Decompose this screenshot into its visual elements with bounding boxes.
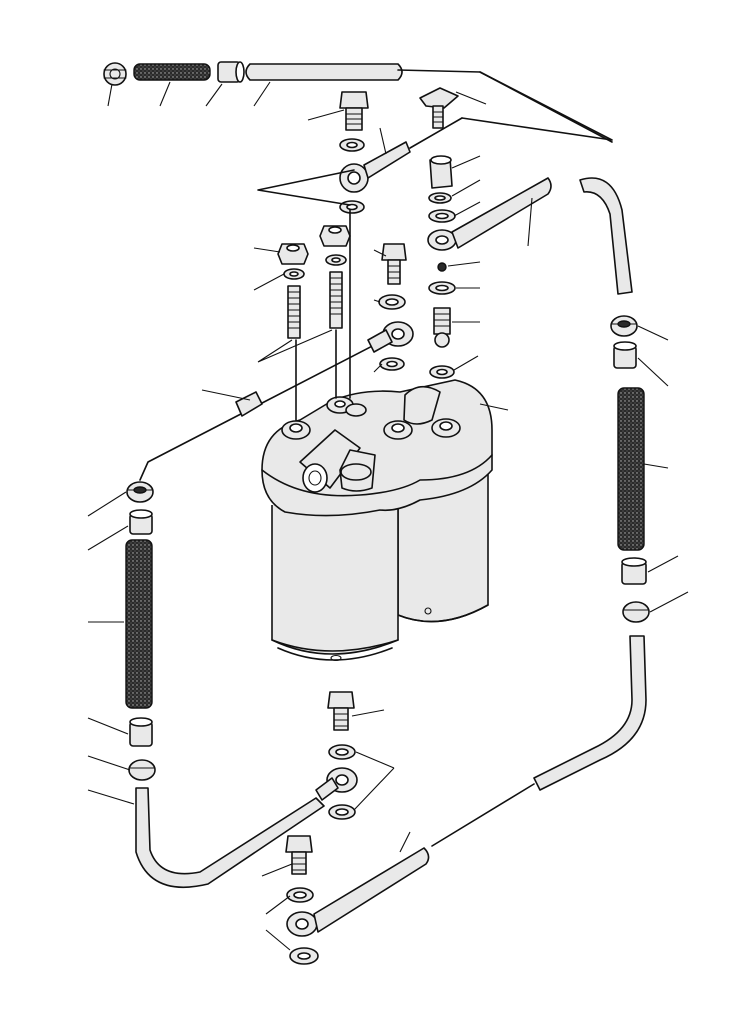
banjo-bolt-top [339, 91, 369, 131]
sleeve-line-left [235, 391, 263, 417]
studs-and-nuts [277, 209, 414, 421]
top-left-fittings [103, 61, 613, 143]
hose-nut-left-bottom [128, 759, 156, 781]
check-ball [437, 262, 447, 272]
hose-right [617, 387, 645, 551]
hose-top-left [133, 63, 211, 81]
filter-assembly [261, 379, 493, 662]
sleeve-right-bottom [621, 557, 647, 585]
callout-leaders [87, 81, 689, 951]
right-hose-assembly [431, 177, 650, 847]
stud-center [329, 271, 343, 329]
lower-banjo-assembly [285, 835, 430, 965]
sleeve-right-top [613, 341, 637, 369]
nut-left [277, 243, 309, 265]
hose-nut-left-top [126, 481, 154, 503]
right-fitting-stack [427, 155, 552, 379]
sleeve-left-top [129, 509, 153, 535]
hose-nut-right-bottom [622, 601, 650, 623]
hose-nut-right-top [610, 315, 638, 337]
steel-line-top-right [579, 177, 633, 295]
valve-spring [433, 307, 451, 348]
steel-line-bottom-left [135, 787, 325, 888]
banjo-fitting-lower [286, 847, 430, 937]
banjo-bolt-lower [285, 835, 313, 875]
sleeve-top-left [217, 61, 245, 83]
banjo-bolt-bottom [327, 691, 355, 731]
filter-canister-left [271, 505, 399, 655]
bleed-screw [419, 87, 459, 129]
hose-left [125, 539, 153, 709]
cap-nut [429, 155, 453, 189]
stud-left [287, 285, 301, 339]
steel-line-bottom-right [533, 635, 647, 791]
nut-center [319, 225, 351, 247]
banjo-fitting-right [427, 177, 552, 251]
sleeve-left-bottom [129, 717, 153, 747]
tube-top-left [245, 63, 403, 81]
banjo-fitting-bottom [315, 767, 358, 801]
left-pipe-run [139, 329, 393, 481]
banjo-bolt-center [381, 243, 407, 285]
hose-fitting-nut-top-left [103, 62, 127, 86]
left-hose-assembly [125, 481, 325, 888]
bottom-banjo-assembly [315, 691, 358, 820]
steel-line-left [139, 339, 385, 481]
top-banjo-assembly [257, 87, 463, 214]
